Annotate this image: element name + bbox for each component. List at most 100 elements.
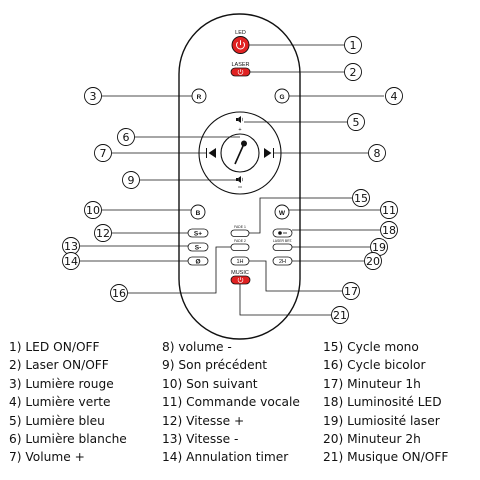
legend-item: 15) Cycle mono	[323, 340, 419, 354]
callout-number: 16	[112, 287, 126, 300]
callout-number: 9	[128, 174, 135, 187]
red-button-label: R	[197, 94, 202, 101]
timer-2h-label: 2H	[279, 259, 286, 265]
callout-number: 20	[366, 255, 380, 268]
callout-number: 7	[100, 147, 107, 160]
callout-number: 21	[333, 309, 347, 322]
next-track-icon[interactable]	[264, 148, 274, 158]
white-button-label: W	[279, 210, 286, 217]
legend-item: 21) Musique ON/OFF	[323, 450, 449, 465]
callout-19: 19	[370, 238, 388, 256]
fade1-label: FADE 1	[234, 225, 246, 229]
music-power-icon	[237, 277, 244, 283]
callout-21: 21	[331, 306, 349, 324]
callout-number: 13	[64, 240, 78, 253]
remote-illustration: LED LASER R G +	[62, 13, 403, 340]
callout-14: 14	[62, 252, 80, 270]
legend-item: 18) Luminosité LED	[323, 395, 442, 410]
led-brightness-button[interactable]	[272, 228, 293, 238]
callout-number: 17	[344, 285, 358, 298]
callout-18: 18	[380, 221, 398, 239]
legend-column-3: 15) Cycle mono 16) Cycle bicolor 17) Minut…	[323, 338, 448, 467]
callout-number: 15	[354, 192, 368, 205]
legend-column-2: 8) volume - 9) Son précédent 10) Son suiva…	[162, 338, 300, 467]
callout-1: 1	[344, 36, 362, 54]
legend-item: 5) Lumière bleu	[9, 413, 105, 428]
legend-item: 19) Lumiosité laser	[323, 413, 440, 428]
white-light-button[interactable]	[274, 204, 290, 220]
legend-item: 13) Vitesse -	[162, 432, 239, 447]
microphone-icon	[234, 140, 247, 165]
legend-item: 9) Son précédent	[162, 358, 268, 373]
legend-item: 17) Minuteur 1h	[323, 376, 421, 391]
callout-number: 19	[372, 241, 386, 254]
laser-brightness-label: LASER BRT.	[273, 239, 292, 243]
callout-10: 10	[84, 201, 102, 219]
laser-brightness-button[interactable]	[272, 243, 293, 251]
speed-down-label: S-	[195, 244, 202, 251]
previous-track-icon[interactable]	[206, 148, 217, 158]
legend-item: 14) Annulation timer	[162, 450, 289, 465]
callout-4: 4	[385, 87, 403, 105]
volume-down-icon[interactable]	[236, 176, 244, 188]
callout-12: 12	[94, 224, 112, 242]
callout-number: 14	[64, 255, 78, 268]
callout-number: 5	[353, 116, 360, 129]
legend-item: 8) volume -	[162, 340, 232, 354]
legend-item: 10) Son suivant	[162, 376, 258, 391]
legend-item: 7) Volume +	[9, 450, 85, 465]
speed-down-button[interactable]	[187, 242, 209, 252]
svg-text:+: +	[238, 127, 241, 133]
laser-label: LASER	[231, 62, 249, 68]
fade2-label: FADE 2	[234, 239, 246, 243]
callout-17: 17	[342, 282, 360, 300]
callout-15: 15	[352, 189, 370, 207]
speed-up-label: S+	[194, 230, 202, 237]
legend-item: 11) Commande vocale	[162, 395, 300, 410]
callout-number: 18	[382, 224, 396, 237]
leader-lines	[80, 44, 384, 316]
callout-number: 6	[123, 131, 130, 144]
callout-2: 2	[344, 63, 362, 81]
callout-5: 5	[347, 113, 365, 131]
fade2-button[interactable]	[230, 243, 250, 251]
fade1-button[interactable]	[230, 229, 250, 237]
callout-8: 8	[368, 144, 386, 162]
volume-up-icon[interactable]: +	[236, 116, 244, 133]
legend-item: 12) Vitesse +	[162, 413, 245, 428]
callout-13: 13	[62, 237, 80, 255]
legend-item: 20) Minuteur 2h	[323, 432, 421, 447]
timer-1h-label: 1H	[236, 259, 243, 265]
blue-button-label: B	[196, 210, 201, 217]
legend-column-1: 1) LED ON/OFF 2) Laser ON/OFF 3) Lumière r…	[9, 338, 127, 467]
legend-item: 3) Lumière rouge	[9, 376, 114, 391]
legend: 1) LED ON/OFF 2) Laser ON/OFF 3) Lumière r…	[0, 338, 480, 480]
callout-16: 16	[110, 284, 128, 302]
callout-6: 6	[117, 128, 135, 146]
callout-number: 10	[86, 204, 100, 217]
callout-7: 7	[94, 144, 112, 162]
callout-number: 12	[96, 227, 110, 240]
led-label: LED	[235, 30, 246, 36]
legend-item: 4) Lumière verte	[9, 395, 111, 410]
callout-number: 8	[374, 147, 381, 160]
callout-number: 3	[90, 90, 97, 103]
legend-item: 16) Cycle bicolor	[323, 358, 426, 373]
legend-item: 6) Lumière blanche	[9, 432, 127, 447]
callout-11: 11	[380, 201, 398, 219]
blue-light-button[interactable]	[190, 204, 206, 220]
legend-item: 2) Laser ON/OFF	[9, 358, 109, 373]
callout-number: 1	[350, 39, 357, 52]
callout-number: 4	[391, 90, 398, 103]
legend-item: 1) LED ON/OFF	[9, 340, 100, 354]
green-button-label: G	[279, 94, 284, 101]
callout-9: 9	[122, 171, 140, 189]
callout-20: 20	[364, 252, 382, 270]
callout-3: 3	[84, 87, 102, 105]
timer-cancel-label: Ø	[195, 258, 200, 265]
power-icon	[236, 40, 245, 50]
brightness-icon	[278, 231, 287, 235]
laser-power-icon	[237, 69, 244, 75]
